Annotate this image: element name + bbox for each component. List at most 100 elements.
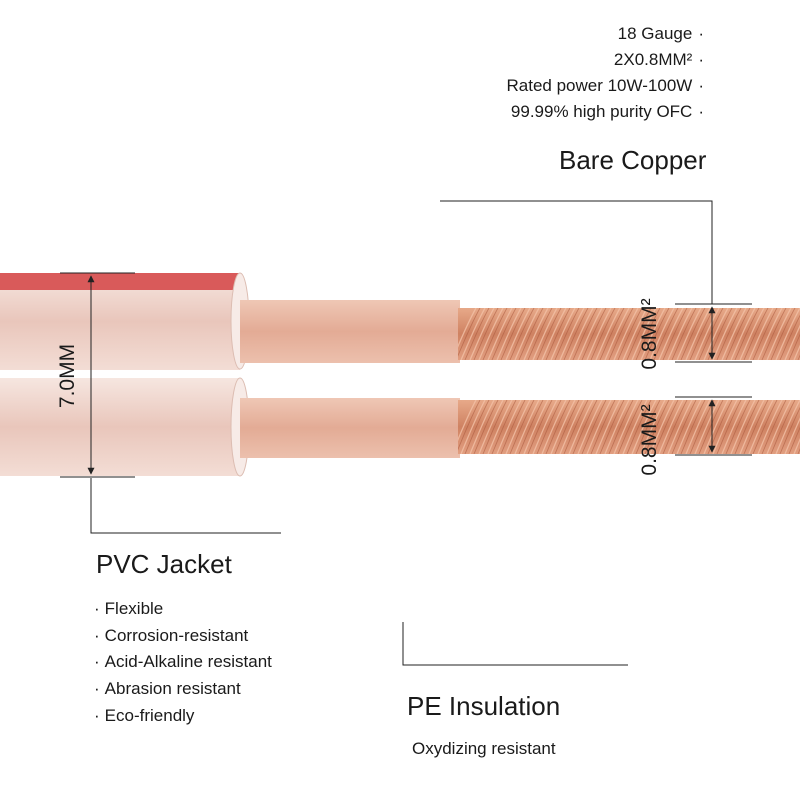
- copper-twist-shadow: [716, 308, 742, 361]
- copper-twist-shadow: [680, 399, 706, 454]
- copper-twist-shadow: [653, 308, 679, 361]
- copper-twist-shadow: [599, 399, 625, 454]
- copper-twist-line: [622, 399, 648, 454]
- copper-twist-shadow: [725, 308, 751, 361]
- copper-twist-line: [559, 399, 585, 454]
- spec-list: 18 Gauge· 2X0.8MM²· Rated power 10W-100W…: [506, 21, 704, 125]
- copper-twist-line: [487, 308, 513, 361]
- copper-twist-line: [631, 399, 657, 454]
- copper-twist-line: [721, 399, 747, 454]
- copper-twist-shadow: [761, 399, 787, 454]
- copper-twist-line: [514, 399, 540, 454]
- copper-twist-line: [505, 308, 531, 361]
- copper-twist-shadow: [626, 399, 652, 454]
- copper-twist-line: [793, 399, 800, 454]
- copper-twist-line: [613, 308, 639, 361]
- pvc-jacket-title: PVC Jacket: [96, 549, 232, 579]
- copper-twist-line: [496, 308, 522, 361]
- copper-twist-shadow: [527, 399, 553, 454]
- copper-twist-line: [595, 399, 621, 454]
- copper-twist-line: [775, 399, 800, 454]
- copper-twist-line: [694, 399, 720, 454]
- copper-twist-shadow: [743, 399, 769, 454]
- copper-twist-line: [604, 308, 630, 361]
- copper-twist-shadow: [608, 308, 634, 361]
- copper-twist-line: [667, 399, 693, 454]
- copper-twist-line: [541, 399, 567, 454]
- copper-twist-shadow: [662, 308, 688, 361]
- copper-twist-shadow: [644, 399, 670, 454]
- copper-twist-line: [649, 308, 675, 361]
- copper-twist-line: [577, 399, 603, 454]
- copper-twist-shadow: [608, 399, 634, 454]
- copper-twist-shadow: [743, 308, 769, 361]
- copper-twist-shadow: [563, 308, 589, 361]
- copper-twist-shadow: [662, 399, 688, 454]
- copper-twist-line: [478, 308, 504, 361]
- copper-twist-shadow: [500, 308, 526, 361]
- copper-twist-line: [775, 308, 800, 361]
- copper-twist-line: [550, 399, 576, 454]
- spec-item: 18 Gauge·: [617, 24, 704, 43]
- copper-twist-line: [748, 399, 774, 454]
- copper-twist-line: [730, 308, 756, 361]
- copper-twist-shadow: [518, 399, 544, 454]
- copper-twist-shadow: [509, 399, 535, 454]
- copper-twist-shadow: [473, 399, 499, 454]
- copper-twist-shadow: [581, 399, 607, 454]
- copper-twist-line: [586, 308, 612, 361]
- copper-twist-line: [766, 399, 792, 454]
- copper-twist-line: [748, 308, 774, 361]
- list-item: ·Corrosion-resistant: [94, 625, 249, 645]
- copper-twist-line: [694, 308, 720, 361]
- copper-twist-line: [622, 308, 648, 361]
- copper-twist-line: [640, 399, 666, 454]
- list-item: ·Acid-Alkaline resistant: [94, 652, 272, 672]
- copper-twist-shadow: [599, 308, 625, 361]
- copper-twist-shadow: [554, 308, 580, 361]
- copper-twist-pattern: [458, 308, 800, 454]
- jacket-diameter-label: 7.0MM: [56, 343, 79, 409]
- copper-twist-shadow: [617, 308, 643, 361]
- copper-twist-line: [577, 308, 603, 361]
- copper-twist-shadow: [545, 308, 571, 361]
- copper-twist-shadow: [482, 308, 508, 361]
- pvc-jacket-feature-list: ·Flexible ·Corrosion-resistant ·Acid-Alk…: [94, 596, 272, 729]
- copper-twist-line: [676, 308, 702, 361]
- copper-twist-shadow: [635, 308, 661, 361]
- copper-twist-line: [676, 399, 702, 454]
- copper-twist-line: [568, 399, 594, 454]
- copper-twist-shadow: [779, 308, 800, 361]
- copper-twist-shadow: [716, 399, 742, 454]
- list-item: ·Abrasion resistant: [94, 679, 241, 699]
- copper-twist-line: [458, 308, 477, 361]
- copper-twist-shadow: [734, 308, 760, 361]
- pe-insulation-bottom: [240, 398, 460, 458]
- copper-twist-shadow: [458, 399, 481, 454]
- copper-twist-shadow: [545, 399, 571, 454]
- copper-twist-shadow: [725, 399, 751, 454]
- copper-twist-shadow: [509, 308, 535, 361]
- copper-twist-line: [487, 399, 513, 454]
- copper-twist-shadow: [464, 308, 490, 361]
- pe-insulation-feature: Oxydizing resistant: [412, 739, 556, 758]
- copper-twist-shadow: [626, 308, 652, 361]
- copper-twist-shadow: [491, 308, 517, 361]
- copper-twist-line: [649, 399, 675, 454]
- red-polarity-stripe: [0, 273, 240, 290]
- copper-twist-line: [460, 399, 486, 454]
- conductor-top-label: 0.8MM²: [638, 298, 661, 370]
- pe-insulation-title: PE Insulation: [407, 691, 561, 721]
- copper-twist-line: [523, 308, 549, 361]
- copper-twist-shadow: [572, 399, 598, 454]
- copper-twist-shadow: [635, 399, 661, 454]
- copper-twist-line: [793, 308, 800, 361]
- copper-twist-line: [685, 399, 711, 454]
- spec-item: 2X0.8MM²·: [613, 50, 704, 69]
- copper-twist-line: [478, 399, 504, 454]
- copper-twist-line: [658, 399, 684, 454]
- copper-twist-line: [469, 308, 495, 361]
- copper-twist-shadow: [779, 399, 800, 454]
- pvc-jacket-leader-line: [90, 478, 281, 534]
